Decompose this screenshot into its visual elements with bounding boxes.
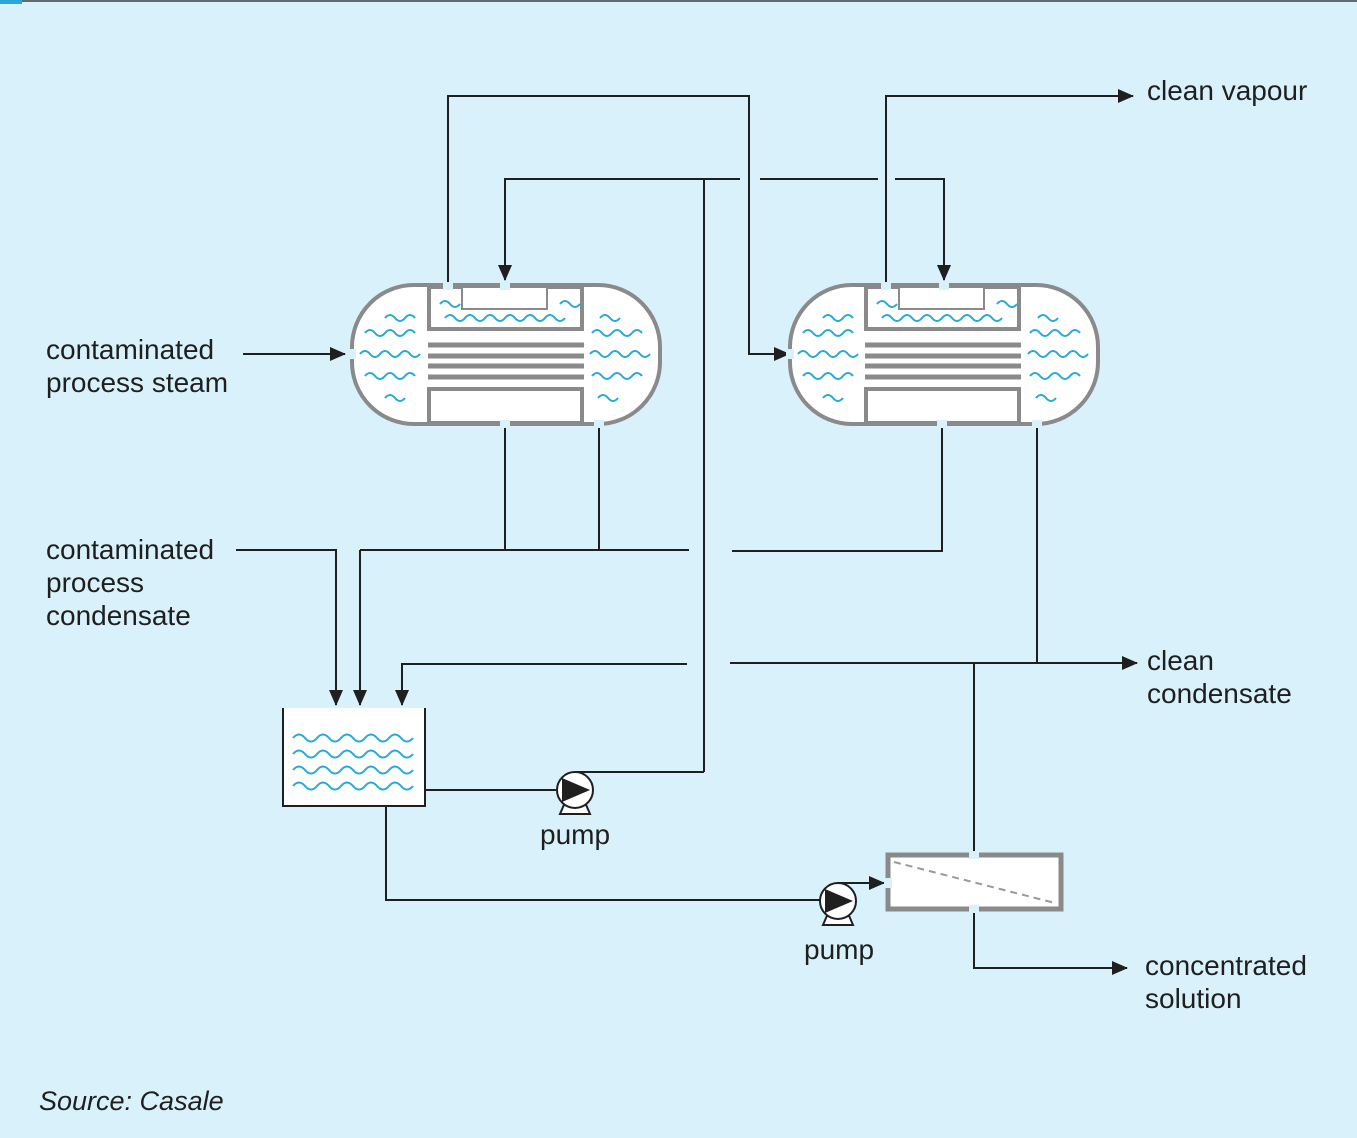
source-caption: Source: Casale (39, 1086, 224, 1116)
concentrated-solution-line (973, 909, 1128, 975)
condensate-inlet-line (236, 549, 343, 706)
tank-to-pump2-line (385, 806, 820, 901)
vapour-transfer-line (447, 95, 790, 361)
evap2-drain (732, 424, 943, 552)
label-pump-2: pump (804, 934, 875, 965)
label-contaminated-process-steam: contaminated process steam (46, 334, 229, 398)
label-concentrated-solution: concentrated solution (1145, 950, 1307, 1014)
label-clean-vapour: clean vapour (1147, 75, 1308, 106)
label-pump-1: pump (540, 819, 611, 850)
pump-1-icon (556, 771, 594, 815)
clean-vapour-line (885, 89, 1134, 288)
membrane-unit (884, 851, 1064, 913)
vessel-nozzles (348, 282, 1042, 428)
top-accent (0, 0, 22, 4)
evaporator-liquid-waves (359, 300, 1089, 402)
label-clean-condensate: clean condensate (1147, 645, 1292, 709)
label-contaminated-process-condensate: contaminated process condensate (46, 534, 215, 631)
pump-2-icon (819, 882, 857, 926)
recirculation-line-2 (895, 178, 951, 281)
return-to-tank-line (395, 663, 687, 706)
condensate-tank (282, 708, 426, 807)
recirculation-line-1 (498, 178, 705, 772)
